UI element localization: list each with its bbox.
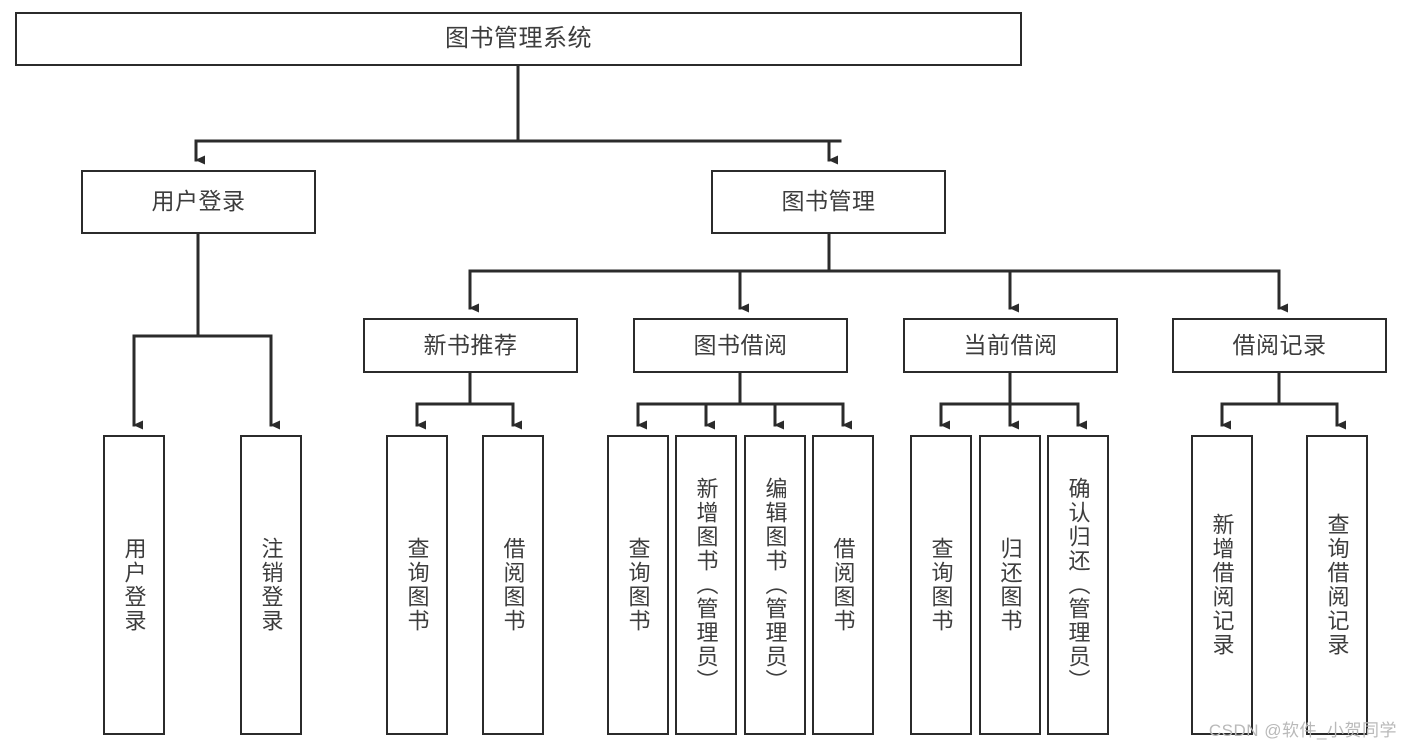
leaf-current-confirm-return-admin[interactable]: 确认归还（管理员）	[1047, 435, 1109, 735]
leaf-new-book-query[interactable]: 查询图书	[386, 435, 448, 735]
node-label: 注销登录	[258, 537, 284, 633]
leaf-records-query-record[interactable]: 查询借阅记录	[1306, 435, 1368, 735]
leaf-borrow-edit-book-admin[interactable]: 编辑图书（管理员）	[744, 435, 806, 735]
node-label: 当前借阅	[963, 331, 1058, 358]
node-label: 编辑图书（管理员）	[762, 477, 788, 693]
watermark-text: CSDN @软件_小贺同学	[1208, 721, 1397, 740]
leaf-borrow-borrow-book[interactable]: 借阅图书	[812, 435, 874, 735]
leaf-borrow-add-book-admin[interactable]: 新增图书（管理员）	[675, 435, 737, 735]
node-book-borrow[interactable]: 图书借阅	[633, 318, 848, 373]
leaf-records-add-record[interactable]: 新增借阅记录	[1191, 435, 1253, 735]
node-label: 新书推荐	[423, 331, 518, 358]
node-label: 用户登录	[151, 188, 246, 215]
node-label: 确认归还（管理员）	[1065, 477, 1091, 693]
node-current-borrow[interactable]: 当前借阅	[903, 318, 1118, 373]
node-root-system[interactable]: 图书管理系统	[15, 12, 1022, 66]
node-label: 图书管理系统	[445, 24, 592, 52]
node-label: 归还图书	[997, 537, 1023, 633]
node-user-login[interactable]: 用户登录	[81, 170, 316, 234]
node-label: 图书管理	[781, 188, 876, 215]
node-label: 查询图书	[928, 537, 954, 633]
leaf-current-return-book[interactable]: 归还图书	[979, 435, 1041, 735]
leaf-current-query-book[interactable]: 查询图书	[910, 435, 972, 735]
node-label: 新增图书（管理员）	[693, 477, 719, 693]
leaf-new-book-borrow[interactable]: 借阅图书	[482, 435, 544, 735]
node-label: 查询图书	[625, 537, 651, 633]
leaf-user-login-signout[interactable]: 注销登录	[240, 435, 302, 735]
node-label: 借阅图书	[830, 537, 856, 633]
leaf-user-login-signin[interactable]: 用户登录	[103, 435, 165, 735]
node-book-management[interactable]: 图书管理	[711, 170, 946, 234]
node-label: 用户登录	[121, 537, 147, 633]
node-new-book-recommend[interactable]: 新书推荐	[363, 318, 578, 373]
node-label: 借阅图书	[500, 537, 526, 633]
leaf-borrow-query-book[interactable]: 查询图书	[607, 435, 669, 735]
node-label: 图书借阅	[693, 331, 788, 358]
node-label: 查询借阅记录	[1324, 513, 1350, 657]
node-borrow-records[interactable]: 借阅记录	[1172, 318, 1387, 373]
node-label: 新增借阅记录	[1209, 513, 1235, 657]
node-label: 查询图书	[404, 537, 430, 633]
node-label: 借阅记录	[1232, 331, 1327, 358]
